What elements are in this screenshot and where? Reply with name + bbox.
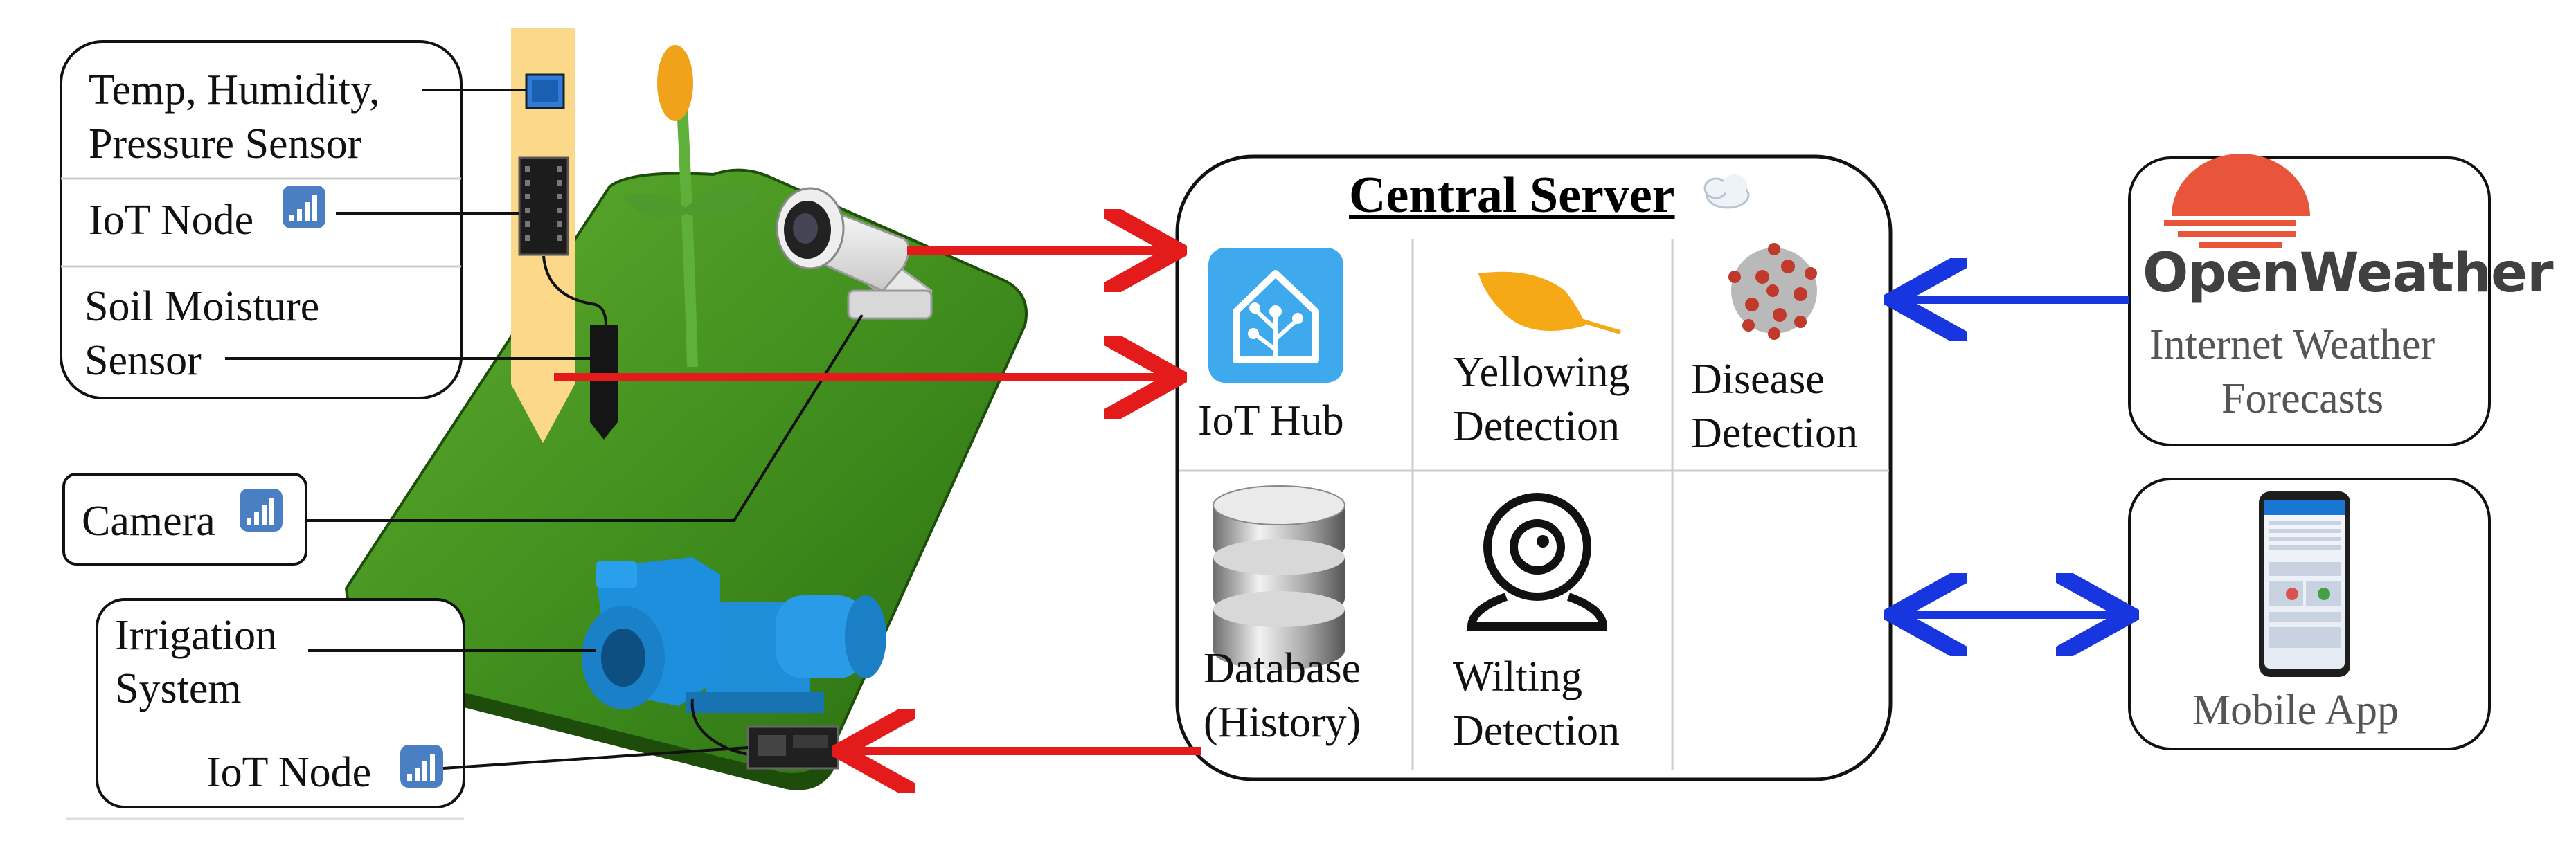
yellowing-label-line2: Detection <box>1453 403 1620 450</box>
plant-icon <box>623 45 762 368</box>
openweather-sun-icon <box>2164 154 2310 248</box>
signal-icon <box>400 745 443 788</box>
central-server-box <box>1175 154 1893 781</box>
iot-board-illustration <box>746 725 839 770</box>
iot-node-label: IoT Node <box>89 197 254 244</box>
signal-icon <box>240 489 283 532</box>
camera-label: Camera <box>82 498 215 545</box>
database-label-line2: (History) <box>1204 699 1361 746</box>
soil-sensor-label-line1: Soil Moisture <box>84 283 320 330</box>
database-label-line1: Database <box>1204 645 1361 692</box>
cloud-icon <box>1703 174 1750 209</box>
virus-icon <box>1728 243 1817 340</box>
camera-device-illustration <box>776 187 933 320</box>
irrigation-iot-node-label: IoT Node <box>206 749 372 796</box>
mobile-app-label: Mobile App <box>2192 687 2399 734</box>
openweather-label-line2: Forecasts <box>2221 375 2384 422</box>
openweather-label-line1: Internet Weather <box>2149 321 2435 368</box>
disease-label-line2: Detection <box>1691 410 1859 457</box>
wilting-label-line1: Wilting <box>1453 653 1582 700</box>
iot-hub-icon <box>1208 248 1343 383</box>
webcam-lens-dot <box>1537 535 1549 548</box>
temp-sensor-label-line2: Pressure Sensor <box>89 120 362 168</box>
irrigation-label-line2: System <box>115 665 242 712</box>
wilting-label-line2: Detection <box>1453 707 1620 754</box>
disease-label-line1: Disease <box>1691 356 1825 403</box>
yellowing-label-line1: Yellowing <box>1453 349 1630 396</box>
iot-hub-label: IoT Hub <box>1198 397 1344 444</box>
smartphone-icon <box>2259 491 2350 677</box>
data-flow-arrows <box>554 251 2129 751</box>
water-pump-illustration <box>582 557 886 756</box>
soil-sensor-label-line2: Sensor <box>84 337 202 384</box>
webcam-icon <box>1467 493 1608 631</box>
temp-sensor-label-line1: Temp, Humidity, <box>89 66 380 114</box>
signal-icon <box>283 186 325 228</box>
central-server-title: Central Server <box>1349 167 1675 224</box>
database-icon <box>1213 485 1345 670</box>
sensor-label-box <box>60 40 463 399</box>
openweather-logo-text: OpenWeather <box>2143 242 2554 305</box>
yellow-leaf-icon <box>1478 271 1621 334</box>
leader-lines <box>225 89 864 770</box>
irrigation-label-line1: Irrigation <box>115 612 278 659</box>
